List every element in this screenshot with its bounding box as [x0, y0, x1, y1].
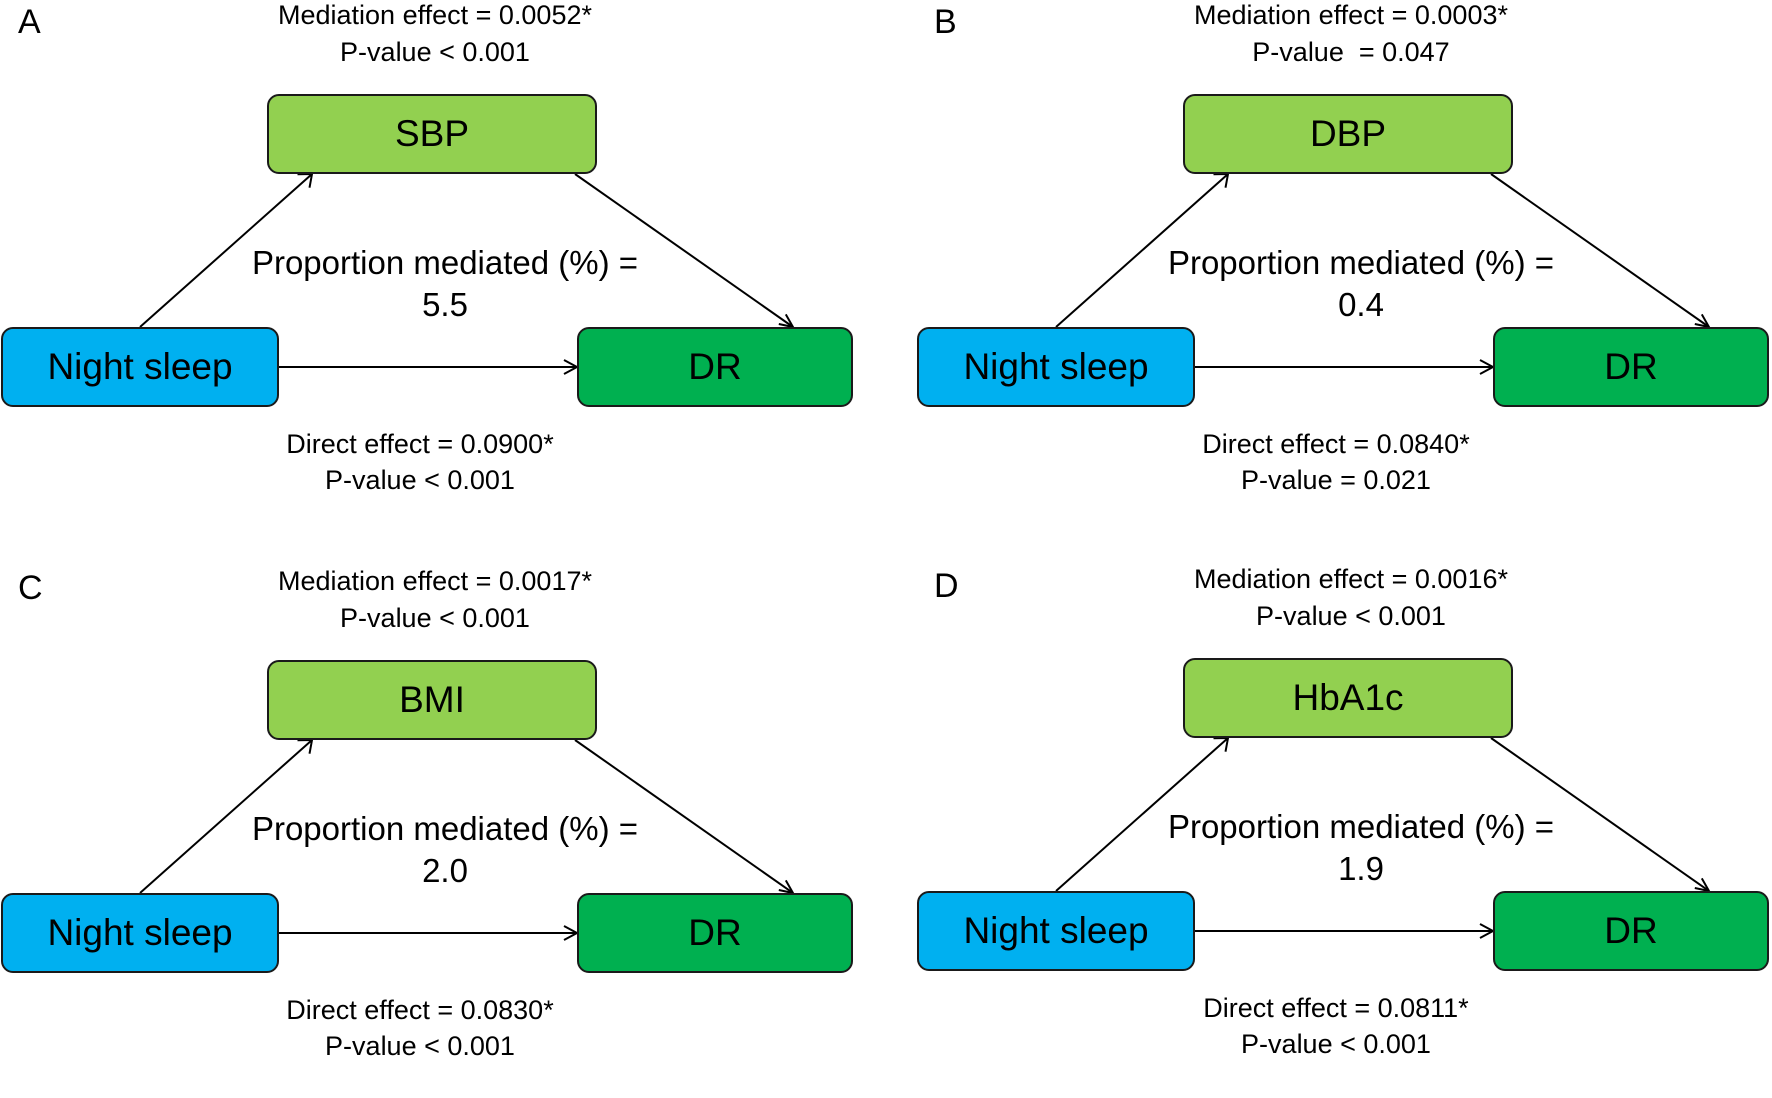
panel-b: B Mediation effect = 0.0003* P-value = 0… [916, 0, 1772, 532]
panel-letter: A [18, 3, 41, 41]
mediation-effect-label: Mediation effect = 0.0052* [278, 0, 592, 30]
arrow-mediator-to-outcome [1490, 173, 1710, 328]
proportion-mediated-label: Proportion mediated (%) = [251, 810, 639, 847]
proportion-mediated-label: Proportion mediated (%) = [251, 244, 639, 281]
direct-p-value-label: P-value < 0.001 [325, 465, 515, 495]
proportion-mediated-value: 1.9 [1338, 850, 1384, 887]
mediator-box: DBP [1183, 94, 1513, 174]
mediator-box: HbA1c [1183, 658, 1513, 738]
mediation-effect-label: Mediation effect = 0.0003* [1194, 0, 1508, 30]
arrow-exposure-to-mediator [139, 173, 313, 328]
direct-effect-label: Direct effect = 0.0900* [286, 429, 554, 459]
panel-c: C Mediation effect = 0.0017* P-value < 0… [0, 566, 886, 1098]
direct-p-value-label: P-value < 0.001 [1241, 1029, 1431, 1059]
mediation-p-value-label: P-value < 0.001 [1256, 601, 1446, 631]
proportion-mediated-value: 5.5 [422, 286, 468, 323]
mediation-p-value-label: P-value < 0.001 [340, 603, 530, 633]
direct-p-value-label: P-value = 0.021 [1241, 465, 1431, 495]
arrow-mediator-to-outcome [574, 739, 794, 894]
direct-effect-label: Direct effect = 0.0811* [1203, 993, 1469, 1023]
proportion-mediated-value: 2.0 [422, 852, 468, 889]
mediator-box: BMI [267, 660, 597, 740]
arrow-mediator-to-outcome [574, 173, 794, 328]
exposure-box: Night sleep [1, 893, 279, 973]
mediation-p-value-label: P-value < 0.001 [340, 37, 530, 67]
proportion-mediated-value: 0.4 [1338, 286, 1384, 323]
panel-letter: C [18, 569, 43, 607]
outcome-box: DR [577, 893, 853, 973]
panel-a: A Mediation effect = 0.0052* P-value < 0… [0, 0, 886, 532]
panel-letter: B [934, 3, 957, 41]
mediator-box: SBP [267, 94, 597, 174]
arrow-exposure-to-mediator [1055, 173, 1229, 328]
direct-effect-label: Direct effect = 0.0830* [286, 995, 554, 1025]
direct-p-value-label: P-value < 0.001 [325, 1031, 515, 1061]
mediation-p-value-label: P-value = 0.047 [1252, 37, 1450, 67]
exposure-box: Night sleep [1, 327, 279, 407]
mediation-effect-label: Mediation effect = 0.0017* [278, 566, 592, 596]
direct-effect-label: Direct effect = 0.0840* [1202, 429, 1470, 459]
mediation-effect-label: Mediation effect = 0.0016* [1194, 564, 1508, 594]
panel-b-arrows [1055, 172, 1711, 375]
arrow-exposure-to-mediator [139, 739, 313, 894]
outcome-box: DR [1493, 327, 1769, 407]
exposure-box: Night sleep [917, 891, 1195, 971]
outcome-box: DR [577, 327, 853, 407]
outcome-box: DR [1493, 891, 1769, 971]
panel-letter: D [934, 567, 959, 605]
arrow-mediator-to-outcome [1490, 737, 1710, 892]
panel-d: D Mediation effect = 0.0016* P-value < 0… [916, 564, 1772, 1096]
proportion-mediated-label: Proportion mediated (%) = [1167, 244, 1555, 281]
proportion-mediated-label: Proportion mediated (%) = [1167, 808, 1555, 845]
exposure-box: Night sleep [917, 327, 1195, 407]
arrow-exposure-to-mediator [1055, 737, 1229, 892]
